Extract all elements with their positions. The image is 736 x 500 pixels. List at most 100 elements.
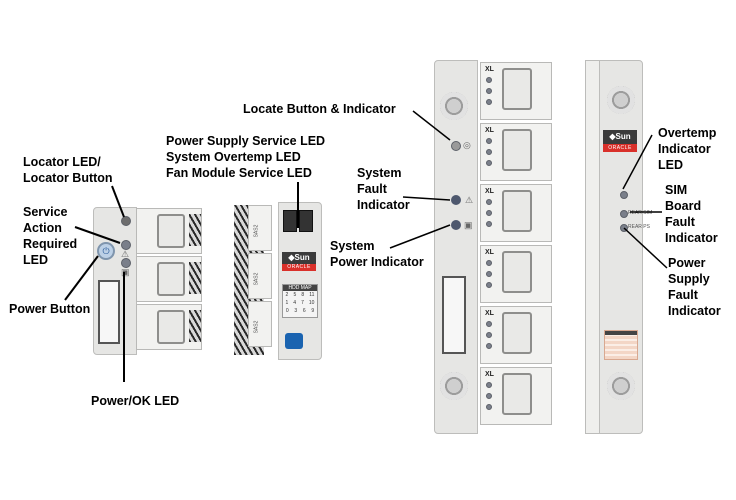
locate-button-indicator[interactable] xyxy=(451,141,461,151)
drive-status-led xyxy=(486,77,492,83)
locator-led-button[interactable] xyxy=(121,216,131,226)
hdd-map-cell: 4 xyxy=(293,300,297,306)
drive-handle[interactable] xyxy=(502,129,532,171)
sim-fault-label: SIM Board Fault Indicator xyxy=(665,183,718,245)
drive-tag: XL xyxy=(485,188,494,195)
hdd-map-cell: 8 xyxy=(301,292,305,298)
hdd-map-cell: 3 xyxy=(294,308,298,314)
ok-icon: ▣ xyxy=(121,267,130,277)
drive-status-led xyxy=(486,393,492,399)
service-action-led xyxy=(121,240,131,250)
hdd-map-cell: 0 xyxy=(285,308,289,314)
drive-status-led xyxy=(486,260,492,266)
system-fault-label: System Fault Indicator xyxy=(357,166,410,212)
hdd-map-title: HDD MAP xyxy=(283,285,317,291)
drive-vent xyxy=(189,262,201,294)
drive-status-led xyxy=(486,321,492,327)
rear-leds-label: Power Supply Service LED System Overtemp… xyxy=(166,134,326,180)
thumbscrew[interactable] xyxy=(440,372,468,400)
oracle-logo: ORACLE xyxy=(603,144,637,152)
hdd-map-cell: 7 xyxy=(301,300,304,306)
locator-led-label: Locator LED/ Locator Button xyxy=(23,155,113,185)
overtemp-label: Overtemp Indicator LED xyxy=(658,126,717,172)
drive-tag: XL xyxy=(485,127,494,134)
warning-icon: ⚠ xyxy=(465,195,474,205)
hdd-map-cell: 2 xyxy=(285,292,289,298)
thumbscrew[interactable] xyxy=(607,86,635,114)
drive-status-led xyxy=(486,404,492,410)
system-power-label: System Power Indicator xyxy=(330,239,424,269)
hdd-map-cell: 1 xyxy=(285,300,289,306)
power-button-label: Power Button xyxy=(9,302,91,316)
service-action-label: Service Action Required LED xyxy=(23,205,78,267)
usb-port[interactable] xyxy=(299,210,313,232)
power-ok-label: Power/OK LED xyxy=(91,394,180,408)
thumbscrew[interactable] xyxy=(607,372,635,400)
locate-icon: ◎ xyxy=(463,140,471,150)
drive-status-led xyxy=(486,332,492,338)
system-fault-led xyxy=(451,195,461,205)
warning-icon: ⚠ xyxy=(121,249,130,259)
hdd-map-cell: 6 xyxy=(302,308,306,314)
drive-map-label xyxy=(604,330,638,360)
drive-status-led xyxy=(486,271,492,277)
drive-handle[interactable] xyxy=(502,373,532,415)
locate-button-label: Locate Button & Indicator xyxy=(243,102,396,116)
serial-label-card xyxy=(442,276,466,354)
system-power-led xyxy=(451,220,461,230)
drive-type-label: SAS2 xyxy=(253,320,260,334)
rear-ps-label: REAR PS xyxy=(628,224,650,230)
drive-bay xyxy=(248,301,272,347)
drive-handle[interactable] xyxy=(157,262,185,296)
drive-status-led xyxy=(486,199,492,205)
drive-vent xyxy=(189,310,201,342)
intel-badge xyxy=(285,333,303,349)
sun-logo: ◆Sun xyxy=(603,130,637,144)
drive-handle[interactable] xyxy=(502,68,532,110)
drive-bay xyxy=(248,253,272,299)
drive-type-label: SAS2 xyxy=(253,224,260,238)
drive-handle[interactable] xyxy=(502,190,532,232)
drive-status-led xyxy=(486,343,492,349)
drive-tag: XL xyxy=(485,310,494,317)
hdd-map-cell: 9 xyxy=(311,308,315,314)
drive-status-led xyxy=(486,149,492,155)
drive-type-label: SAS2 xyxy=(253,272,260,286)
hdd-map-cell: 10 xyxy=(308,300,315,306)
drive-tag: XL xyxy=(485,66,494,73)
drive-status-led xyxy=(486,88,492,94)
ok-icon: ▣ xyxy=(464,220,473,230)
sim-fault-led xyxy=(620,210,628,218)
drive-tag: XL xyxy=(485,249,494,256)
drive-status-led xyxy=(486,99,492,105)
drive-tag: XL xyxy=(485,371,494,378)
drive-handle[interactable] xyxy=(502,312,532,354)
psu-fault-led xyxy=(620,224,628,232)
serial-label-card xyxy=(98,280,120,344)
drive-handle[interactable] xyxy=(157,214,185,248)
drive-handle[interactable] xyxy=(502,251,532,293)
overtemp-led xyxy=(620,191,628,199)
drive-status-led xyxy=(486,282,492,288)
drive-status-led xyxy=(486,210,492,216)
drive-bay xyxy=(248,205,272,251)
hdd-map-cell: 5 xyxy=(293,292,297,298)
psu-fault-label: Power Supply Fault Indicator xyxy=(668,256,721,318)
usb-port[interactable] xyxy=(283,210,297,232)
drive-handle[interactable] xyxy=(157,310,185,344)
oracle-logo: ORACLE xyxy=(282,264,316,271)
drive-status-led xyxy=(486,138,492,144)
drive-status-led xyxy=(486,221,492,227)
power-button[interactable]: ⏻ xyxy=(97,242,115,260)
hdd-map-cell: 11 xyxy=(309,292,315,298)
drive-status-led xyxy=(486,382,492,388)
rear-sim-label: REAR SIM xyxy=(628,210,653,216)
drive-vent xyxy=(189,214,201,246)
drive-status-led xyxy=(486,160,492,166)
sun-logo: ◆Sun xyxy=(282,252,316,264)
thumbscrew[interactable] xyxy=(440,92,468,120)
